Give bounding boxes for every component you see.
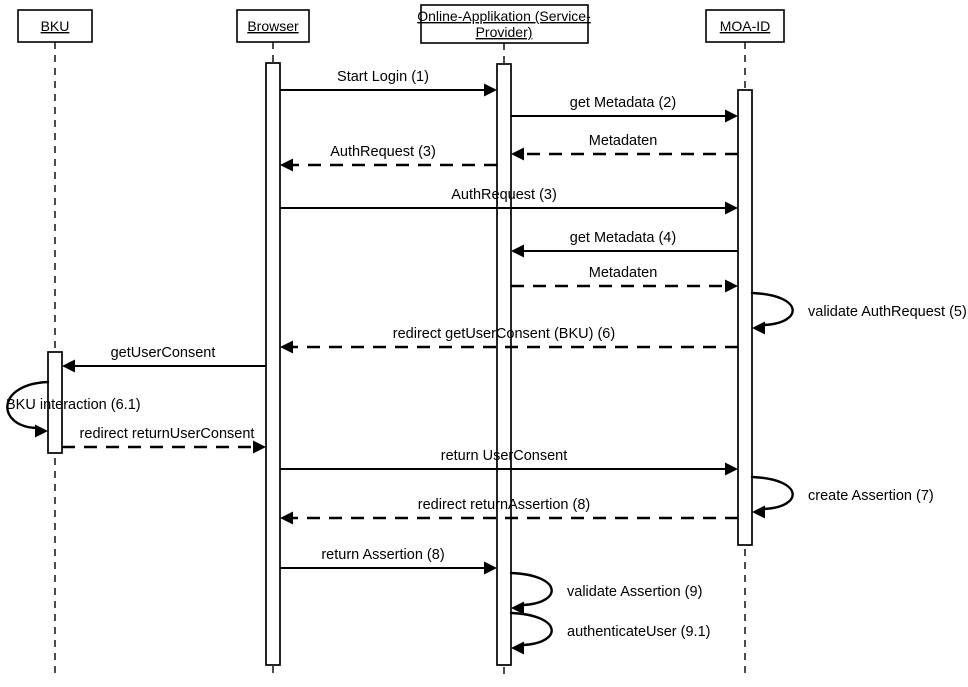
activation-bar-browser[interactable] — [265, 62, 281, 666]
message-6[interactable]: get Metadata (4) — [511, 230, 738, 258]
message-label: return UserConsent — [441, 448, 568, 464]
arrowhead — [280, 340, 293, 354]
message-label: Start Login (1) — [337, 69, 429, 85]
message-label: get Metadata (4) — [570, 230, 676, 246]
message-label: redirect returnUserConsent — [80, 426, 255, 442]
lifeline-label-browser: Browser — [247, 18, 299, 34]
message-4[interactable]: AuthRequest (3) — [280, 144, 497, 172]
message-label: return Assertion (8) — [321, 547, 444, 563]
arrowhead — [511, 601, 524, 615]
arrowhead — [62, 359, 75, 373]
self-message-label: validate AuthRequest (5) — [808, 304, 967, 320]
arrowhead — [725, 201, 738, 215]
message-12[interactable]: redirect returnAssertion (8) — [280, 497, 738, 525]
lifeline-box-browser[interactable] — [236, 9, 310, 43]
arrowhead — [752, 321, 765, 335]
self-message-path — [750, 475, 794, 511]
lifeline-box-moaid[interactable] — [705, 9, 785, 43]
self-message-path — [509, 611, 553, 647]
message-label: get Metadata (2) — [570, 95, 676, 111]
self-message-9[interactable]: validate Assertion (9) — [509, 571, 702, 615]
arrowhead — [253, 440, 266, 454]
message-label: Metadaten — [589, 133, 658, 149]
lifeline-box-oa[interactable] — [420, 4, 589, 44]
lifeline-label-moaid: MOA-ID — [720, 18, 771, 34]
message-label: redirect getUserConsent (BKU) (6) — [393, 326, 615, 342]
self-message-label: authenticateUser (9.1) — [567, 624, 710, 640]
message-label: getUserConsent — [111, 345, 216, 361]
arrowhead — [280, 511, 293, 525]
self-message-7[interactable]: create Assertion (7) — [750, 475, 934, 519]
arrowhead — [511, 244, 524, 258]
message-13[interactable]: return Assertion (8) — [280, 547, 497, 575]
self-message-path — [6, 380, 50, 430]
message-7[interactable]: Metadaten — [511, 265, 738, 293]
message-3[interactable]: Metadaten — [511, 133, 738, 161]
arrowhead — [484, 561, 497, 575]
message-5[interactable]: AuthRequest (3) — [280, 187, 738, 215]
message-8[interactable]: redirect getUserConsent (BKU) (6) — [280, 326, 738, 354]
arrowhead — [725, 109, 738, 123]
arrowhead — [511, 147, 524, 161]
arrowhead — [280, 158, 293, 172]
message-label: AuthRequest (3) — [330, 144, 436, 160]
arrowhead — [511, 641, 524, 655]
message-label: Metadaten — [589, 265, 658, 281]
lifeline-label-bku: BKU — [41, 18, 70, 34]
self-message-label: validate Assertion (9) — [567, 584, 702, 600]
self-message-6.1[interactable]: BKU interaction (6.1) — [6, 380, 141, 438]
arrowhead — [752, 505, 765, 519]
arrowhead — [725, 279, 738, 293]
arrowhead — [725, 462, 738, 476]
activation-bar-bku[interactable] — [47, 351, 63, 454]
lifeline-label-oa: Online-Applikation (Service-Provider) — [417, 8, 591, 40]
lifeline-box-bku[interactable] — [17, 9, 93, 43]
message-label: redirect returnAssertion (8) — [418, 497, 590, 513]
lifeline-bku: BKU — [17, 9, 93, 677]
activation-bar-moaid[interactable] — [737, 89, 753, 546]
self-message-label: BKU interaction (6.1) — [6, 397, 141, 413]
message-label: AuthRequest (3) — [451, 187, 557, 203]
self-message-path — [750, 291, 794, 327]
message-10[interactable]: redirect returnUserConsent — [62, 426, 266, 454]
arrowhead — [35, 424, 48, 438]
arrowhead — [484, 83, 497, 97]
self-message-label: create Assertion (7) — [808, 488, 934, 504]
self-message-9.1[interactable]: authenticateUser (9.1) — [509, 611, 710, 655]
activation-bar-oa[interactable] — [496, 63, 512, 666]
self-message-5[interactable]: validate AuthRequest (5) — [750, 291, 967, 335]
self-message-path — [509, 571, 553, 607]
message-1[interactable]: Start Login (1) — [280, 69, 497, 97]
message-9[interactable]: getUserConsent — [62, 345, 266, 373]
message-11[interactable]: return UserConsent — [280, 448, 738, 476]
message-2[interactable]: get Metadata (2) — [511, 95, 738, 123]
